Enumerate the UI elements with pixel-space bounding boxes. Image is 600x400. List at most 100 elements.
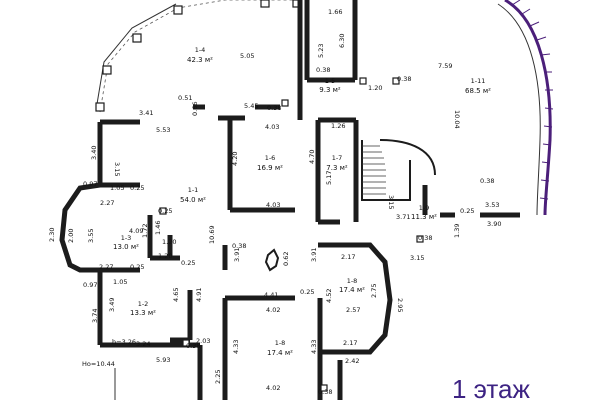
- dim-label: 3.15: [387, 195, 395, 209]
- room-1-4-id: 1-4: [195, 46, 206, 54]
- room-1-8-id: 1-8: [275, 339, 286, 347]
- room-1-8-area: 17.4 м²: [267, 349, 293, 357]
- dim-label: 10.04: [453, 110, 461, 129]
- dim-label: 1.05: [113, 278, 127, 286]
- dim-label: 0.25: [460, 207, 474, 215]
- dim-label: 4.03: [266, 201, 280, 209]
- dim-label: 0.25: [158, 207, 172, 215]
- dim-label: 3.53: [485, 201, 499, 209]
- dim-label: 2.03: [196, 337, 210, 345]
- dim-label: 0.38: [186, 342, 200, 350]
- dim-label: 3.41: [139, 109, 153, 117]
- walls: [59, 0, 520, 400]
- dim-label: 0.25: [300, 288, 314, 296]
- dim-label: 3.24: [136, 340, 150, 348]
- dim-label: 2.57: [346, 306, 360, 314]
- dim-label: 0.38: [232, 242, 246, 250]
- room-1-7-id: 1-7: [332, 154, 343, 162]
- dim-label: 7.59: [438, 62, 452, 70]
- dim-label: 3.91: [233, 248, 241, 262]
- dim-label: 10.69: [208, 225, 216, 244]
- room-1-2-id: 1-2: [138, 300, 149, 308]
- staircase: [361, 139, 436, 201]
- column-square: [95, 102, 105, 112]
- dim-label: 2.27: [99, 263, 113, 271]
- column-square: [102, 65, 112, 75]
- dim-label: 0.25: [130, 184, 144, 192]
- room-1-9-id: 1-8: [347, 277, 358, 285]
- dim-label: 0.97: [83, 281, 97, 289]
- dim-label: 6.30: [338, 34, 346, 48]
- dim-label: 2.00: [67, 229, 75, 243]
- dim-label: 5.53: [156, 126, 170, 134]
- dim-label: 4.33: [310, 340, 318, 354]
- dim-label: 2.75: [370, 284, 378, 298]
- dim-label: 4.41: [264, 291, 278, 299]
- dim-label: 3.55: [87, 229, 95, 243]
- dim-label: 3.40: [90, 146, 98, 160]
- room-1-9-area: 17.4 м²: [339, 286, 365, 294]
- dim-label: 1.72: [141, 224, 149, 238]
- dim-label: 5.93: [156, 356, 170, 364]
- dim-label: 0.97: [83, 180, 97, 188]
- room-1-10-id: 1-9: [419, 204, 430, 212]
- dim-label: 1.26: [331, 122, 345, 130]
- dim-label: 2.27: [100, 199, 114, 207]
- dim-label: 1.46: [154, 221, 162, 235]
- room-1-3-area: 13.0 м²: [113, 243, 139, 251]
- dim-label: 3.15: [410, 254, 424, 262]
- dim-label: 5.05: [240, 52, 254, 60]
- room-1-10-area: 11.3 м²: [411, 213, 437, 221]
- dim-label: 4.02: [266, 384, 280, 392]
- dim-label: 5.23: [317, 44, 325, 58]
- dim-label: 0.66: [191, 102, 199, 116]
- dim-label: 1.39: [453, 224, 461, 238]
- room-1-1-id: 1-1: [188, 186, 199, 194]
- room-1-6-id: 1-6: [265, 154, 276, 162]
- dim-label: h=3.26: [112, 338, 136, 346]
- dim-label: 4.65: [172, 288, 180, 302]
- dim-label: 3.49: [108, 298, 116, 312]
- dim-label: 2.30: [48, 228, 56, 242]
- room-labels: 1-4 42.3 м² 1-5 9.3 м² 1-11 68.5 м² 1-6 …: [113, 46, 491, 357]
- dim-label: 2.25: [214, 370, 222, 384]
- floor-label: 1 этаж: [452, 374, 530, 400]
- column-square: [173, 5, 183, 15]
- dim-label: Ho=10.44: [82, 360, 115, 368]
- dim-label: 4.91: [195, 288, 203, 302]
- dim-label: 0.51: [178, 94, 192, 102]
- dim-label: 3.91: [310, 248, 318, 262]
- dim-label: 5.17: [325, 171, 333, 185]
- dim-label: 0.62: [282, 252, 290, 266]
- pillars: [159, 77, 424, 392]
- right-arc-wall: [497, 0, 554, 216]
- dim-label: 0.25: [181, 259, 195, 267]
- dim-label: 1.05: [110, 184, 124, 192]
- room-1-5-area: 9.3 м²: [319, 86, 341, 94]
- dim-label: 2.42: [345, 357, 359, 365]
- left-bay-outline: [95, 0, 302, 113]
- dim-label: 4.33: [232, 340, 240, 354]
- dim-label: 0.38: [418, 234, 432, 242]
- dim-label: 1.66: [328, 8, 342, 16]
- column-square: [132, 33, 142, 43]
- dim-label: 3.74: [91, 309, 99, 323]
- dim-label: 0.38: [318, 388, 332, 396]
- room-1-3-id: 1-3: [121, 234, 132, 242]
- dim-label: 4.20: [231, 152, 239, 166]
- dim-label: 0.38: [480, 177, 494, 185]
- room-1-11-area: 68.5 м²: [465, 87, 491, 95]
- dim-label: 0.38: [267, 104, 281, 112]
- dim-label: 0.38: [397, 75, 411, 83]
- room-1-11-id: 1-11: [471, 77, 486, 85]
- dim-label: 4.03: [265, 123, 279, 131]
- dim-label: 3.90: [487, 220, 501, 228]
- room-1-2-area: 13.3 м²: [130, 309, 156, 317]
- room-1-7-area: 7.3 м²: [326, 164, 348, 172]
- dim-label: 2.17: [341, 253, 355, 261]
- dim-label: 4.09: [129, 227, 143, 235]
- column-square: [260, 0, 270, 8]
- fixture-outline: [264, 248, 280, 272]
- dim-label: 5.45: [244, 102, 258, 110]
